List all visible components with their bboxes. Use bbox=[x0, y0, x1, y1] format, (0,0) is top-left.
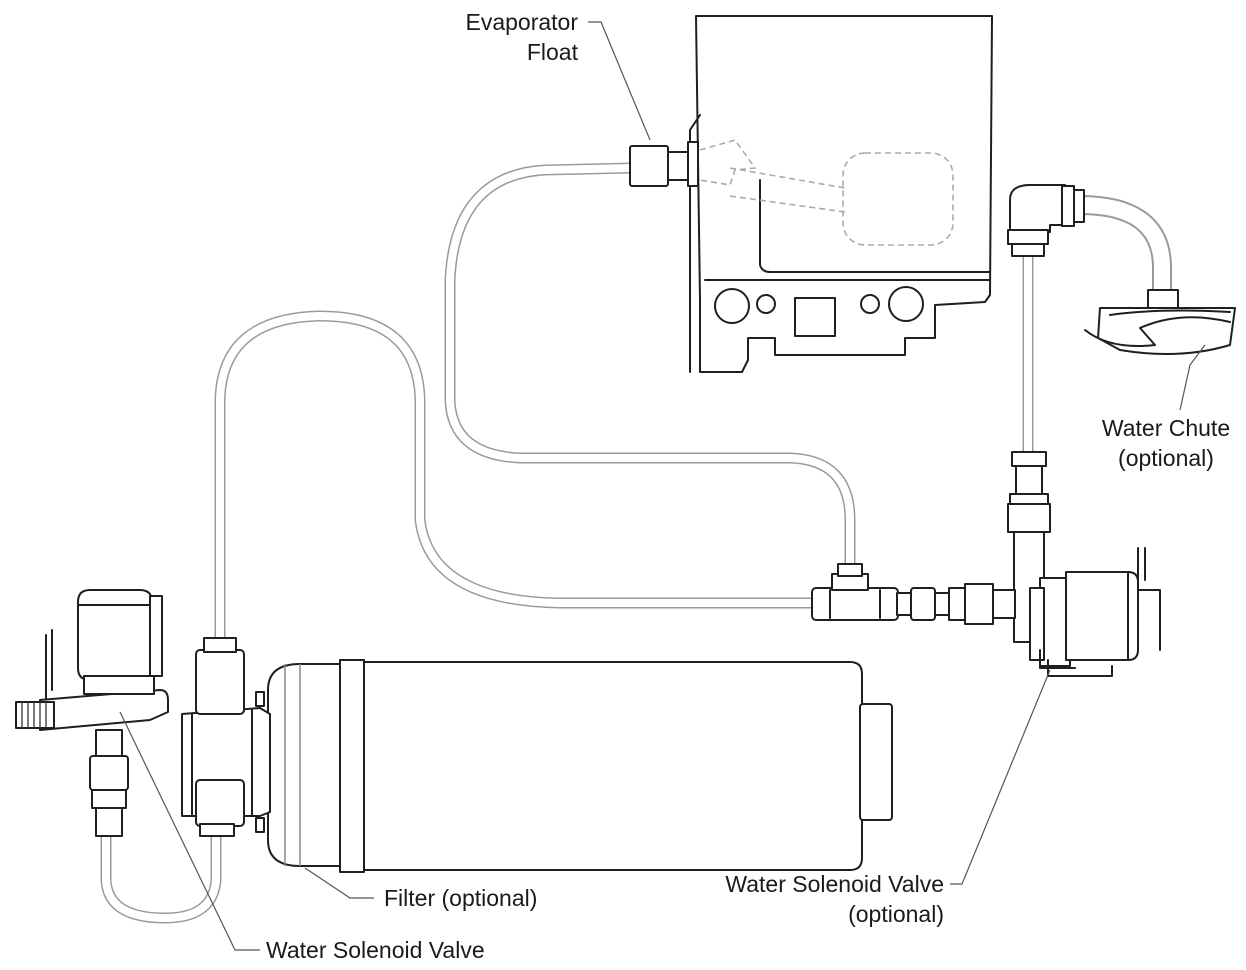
evaporator-port bbox=[888, 286, 924, 322]
evaporator bbox=[629, 15, 993, 373]
water-chute bbox=[1007, 184, 1236, 355]
evaporator-port bbox=[756, 294, 776, 314]
solenoid-valve bbox=[15, 589, 169, 837]
label-water-solenoid-valve-optional-1: Water Solenoid Valve bbox=[725, 871, 944, 897]
inlet-fittings bbox=[811, 563, 1016, 625]
filter-end-cap bbox=[859, 703, 893, 821]
solenoid-valve-optional bbox=[1007, 451, 1161, 677]
filter-cartridge bbox=[359, 661, 863, 871]
float-fitting bbox=[629, 145, 669, 187]
water-tubing bbox=[100, 162, 1172, 924]
label-water-chute-1: Water Chute bbox=[1102, 415, 1230, 441]
label-evaporator-float-1: Evaporator bbox=[465, 9, 578, 35]
evaporator-port bbox=[714, 288, 750, 324]
label-evaporator-float-2: Float bbox=[527, 39, 579, 65]
evaporator-port bbox=[860, 294, 880, 314]
filter bbox=[181, 637, 893, 873]
label-filter: Filter (optional) bbox=[384, 885, 537, 911]
label-water-chute-2: (optional) bbox=[1118, 445, 1214, 471]
leader-lines bbox=[119, 21, 1206, 951]
float-hidden bbox=[699, 139, 954, 246]
label-water-solenoid-valve: Water Solenoid Valve bbox=[266, 937, 485, 963]
label-water-solenoid-valve-optional-2: (optional) bbox=[848, 901, 944, 927]
tee-fitting bbox=[811, 587, 899, 621]
labels: Evaporator Float Water Chute (optional) … bbox=[266, 9, 1230, 963]
